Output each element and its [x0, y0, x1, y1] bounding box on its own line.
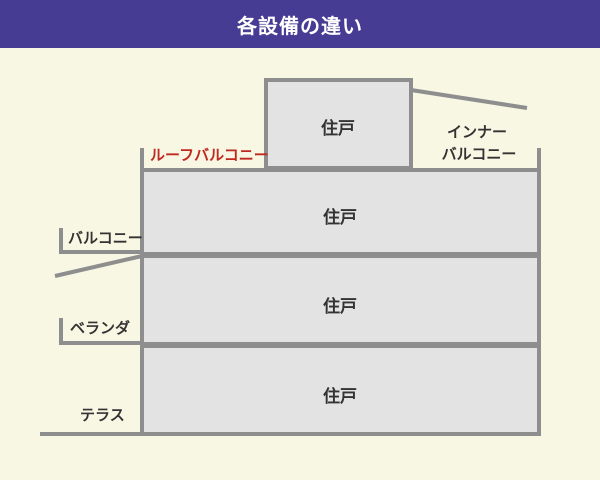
- inner-balcony-label-line1: インナー: [447, 123, 507, 141]
- roof-balcony-label: ルーフバルコニー: [150, 146, 269, 164]
- veranda-slab: [59, 318, 142, 345]
- room-floor3: [140, 168, 541, 256]
- inner-balcony-label-line2: バルコニー: [442, 145, 517, 163]
- page-title: 各設備の違い: [0, 0, 600, 48]
- room-floor1-label: 住戸: [323, 386, 357, 407]
- terrace-label: テラス: [80, 406, 125, 424]
- balcony-label: バルコニー: [68, 229, 143, 247]
- balcony-canopy: [54, 254, 143, 278]
- veranda-label: ベランダ: [70, 319, 130, 337]
- room-floor2-label: 住戸: [323, 296, 357, 317]
- inner-balcony-eave: [410, 88, 528, 110]
- room-top-label: 住戸: [321, 118, 355, 139]
- room-floor3-label: 住戸: [323, 207, 357, 228]
- balcony-slab: [59, 228, 142, 254]
- room-floor2: [140, 254, 541, 346]
